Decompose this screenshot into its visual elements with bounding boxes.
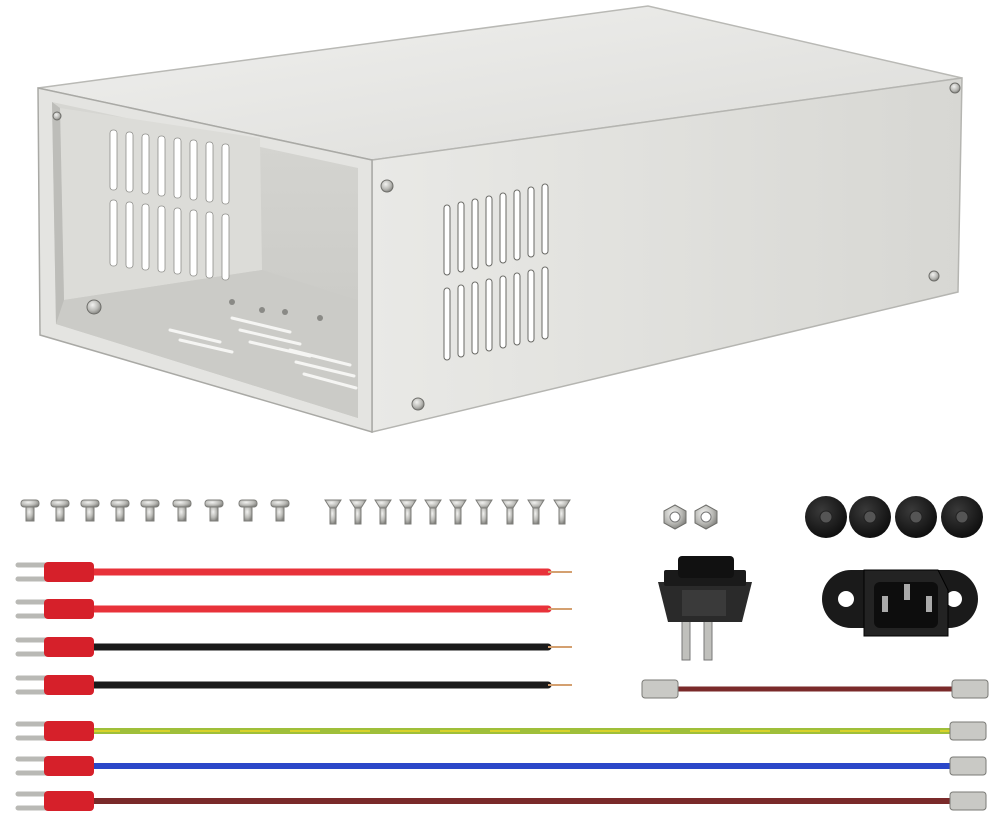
- hex-nuts: [663, 504, 718, 530]
- short-brown-jumper-wire: [641, 679, 989, 699]
- black-wire-1: [15, 637, 572, 657]
- enclosure: [37, 5, 963, 434]
- screws-countersunk: [324, 499, 571, 525]
- yellow-green-wire: [15, 721, 987, 741]
- side-vents: [443, 183, 549, 361]
- black-wire-2: [15, 675, 572, 695]
- interior-vents: [109, 129, 230, 281]
- rubber-feet: [805, 496, 983, 538]
- screws-round-head: [20, 499, 290, 522]
- iec-power-socket: [822, 569, 978, 637]
- rocker-switch: [658, 556, 752, 661]
- floor-slots: [168, 316, 358, 390]
- red-wire-2: [15, 599, 572, 619]
- brown-wire: [15, 791, 987, 811]
- blue-wire: [15, 756, 987, 776]
- red-wire-1: [15, 562, 572, 582]
- case-screws: [52, 82, 961, 411]
